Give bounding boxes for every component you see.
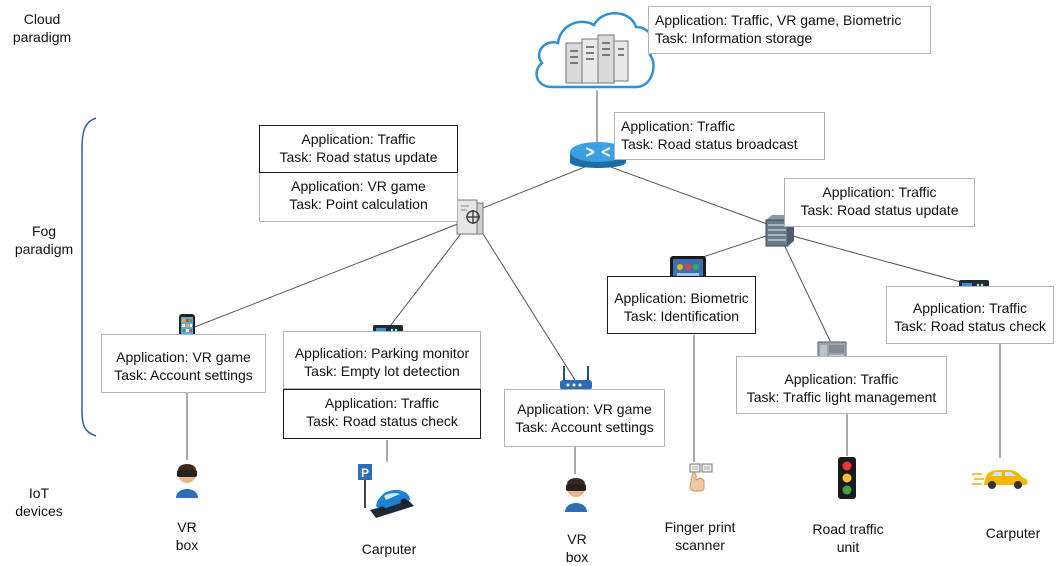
phone-application-text: Application: VR game: [116, 349, 251, 365]
carputer-label-1: Carputer: [361, 541, 417, 557]
fog-server-vr-application: Application: VR game: [291, 178, 426, 194]
gateway-traffic-box: Application: Traffic Task: Road status c…: [886, 286, 1054, 344]
tablet-application-text: Application: Biometric: [614, 290, 749, 306]
fog-server-vr-box: Application: VR game Task: Point calcula…: [259, 173, 458, 222]
phone-vr-box: Application: VR game Task: Account setti…: [101, 334, 266, 393]
plc-task-text: Task: Traffic light management: [746, 389, 937, 405]
fog-server-traffic-box: Application: Traffic Task: Road status u…: [259, 125, 458, 173]
link-rack-gateway: [777, 231, 973, 286]
plc-application-text: Application: Traffic: [784, 371, 899, 387]
parking-car-icon: P: [358, 464, 414, 518]
plc-traffic-box: Application: Traffic Task: Traffic light…: [736, 356, 947, 414]
wifi-task-text: Task: Account settings: [515, 419, 654, 435]
wifi-application-text: Application: VR game: [517, 401, 652, 417]
wifi-vr-box: Application: VR game Task: Account setti…: [504, 389, 665, 447]
carputer-label-2: Carputer: [985, 525, 1041, 541]
traffic-light-icon: [838, 457, 856, 499]
cloud-icon: [535, 12, 655, 89]
router-application-text: Application: Traffic: [621, 118, 736, 134]
rack-traffic-task: Task: Road status update: [800, 202, 959, 218]
tablet-biometric-box: Application: Biometric Task: Identificat…: [607, 276, 756, 334]
cloud-application-text: Application: Traffic, VR game, Biometric: [655, 12, 902, 28]
fog-server-traffic-task: Task: Road status update: [279, 149, 438, 165]
fog-server-vr-task: Task: Point calculation: [289, 196, 428, 212]
rack-traffic-box: Application: Traffic Task: Road status u…: [784, 178, 975, 227]
link-router-fogserver: [472, 161, 598, 213]
link-fogserver-phone: [186, 217, 474, 331]
svg-text:P: P: [361, 466, 369, 480]
server-stack-icon: [565, 34, 629, 84]
router-info-box: Application: Traffic Task: Road status b…: [614, 112, 825, 160]
router-task-text: Task: Road status broadcast: [621, 136, 798, 152]
parking-traffic-task: Task: Road status check: [306, 413, 458, 429]
fog-server-traffic-application: Application: Traffic: [301, 131, 416, 147]
phone-task-text: Task: Account settings: [114, 367, 253, 383]
parking-application-text: Application: Parking monitor: [294, 345, 470, 361]
rack-traffic-application: Application: Traffic: [822, 184, 937, 200]
parking-task-text: Task: Empty lot detection: [304, 363, 460, 379]
gateway-task-text: Task: Road status check: [894, 318, 1046, 334]
link-router-rack: [596, 161, 779, 229]
link-fogserver-wifi: [472, 217, 576, 381]
vr-headset-user-icon: [176, 464, 198, 498]
wifi-router-icon: [560, 366, 592, 390]
taxi-car-icon: [972, 470, 1028, 489]
fog-bracket: [81, 117, 97, 437]
router-icon: [570, 142, 626, 168]
link-rack-plc: [777, 231, 833, 346]
parking-traffic-application: Application: Traffic: [324, 395, 440, 411]
cloud-info-box: Application: Traffic, VR game, Biometric…: [648, 6, 931, 54]
cloud-task-text: Task: Information storage: [655, 30, 813, 46]
tablet-icon: [670, 256, 706, 282]
parking-monitor-box: Application: Parking monitor Task: Empty…: [283, 331, 481, 389]
gateway-application-text: Application: Traffic: [912, 300, 1028, 316]
fingerprint-scanner-icon: [689, 463, 713, 492]
vr-headset-user-icon-2: [565, 478, 587, 512]
tablet-task-text: Task: Identification: [623, 308, 740, 324]
fog-server-icon: [456, 199, 484, 235]
parking-traffic-box: Application: Traffic Task: Road status c…: [283, 389, 481, 439]
link-fogserver-parking: [386, 217, 474, 331]
